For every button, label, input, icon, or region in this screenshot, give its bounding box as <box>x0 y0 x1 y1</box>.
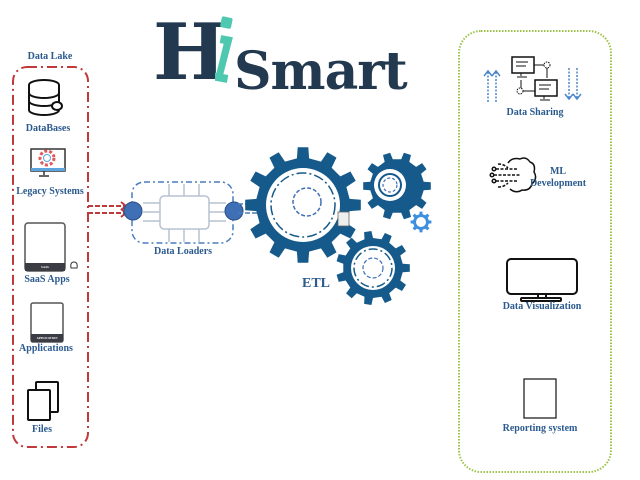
logo-letter-h: H <box>153 7 227 98</box>
ml-label-line2[interactable]: Development <box>529 178 587 189</box>
data-loaders-chip <box>123 181 244 244</box>
data-lake-title: Data Lake <box>27 51 73 62</box>
databases-label[interactable]: DataBases <box>25 123 71 134</box>
files-label[interactable]: Files <box>32 424 52 435</box>
ml-label-line1[interactable]: ML <box>549 166 567 177</box>
saas-badge: SAAS <box>41 265 49 269</box>
logo-letter-i <box>215 16 233 83</box>
data-sharing-label[interactable]: Data Sharing <box>506 107 564 118</box>
data-sharing-icon <box>483 56 582 102</box>
data-lake-container <box>12 66 89 448</box>
document-icon <box>523 378 557 419</box>
data-loaders-label[interactable]: Data Loaders <box>153 246 213 257</box>
files-icon <box>27 381 59 421</box>
etl-label[interactable]: ETL <box>301 276 331 291</box>
application-badge: APPLICATION <box>36 336 58 340</box>
logo-word-smart: Smart <box>234 41 408 102</box>
input-arrows <box>88 201 128 218</box>
outputs-container <box>458 30 612 473</box>
saas-apps-label[interactable]: SaaS Apps <box>24 274 70 285</box>
legacy-system-icon <box>30 148 66 177</box>
legacy-systems-label[interactable]: Legacy Systems <box>16 186 84 197</box>
brain-icon <box>489 157 537 193</box>
document-small-icon <box>337 211 350 227</box>
saas-icon <box>24 222 78 272</box>
database-icon <box>28 79 63 116</box>
applications-label[interactable]: Applications <box>19 343 73 354</box>
monitor-icon <box>506 258 578 302</box>
application-icon <box>30 302 64 343</box>
reporting-system-label[interactable]: Reporting system <box>502 423 578 434</box>
data-visualization-label[interactable]: Data Visualization <box>502 301 582 312</box>
